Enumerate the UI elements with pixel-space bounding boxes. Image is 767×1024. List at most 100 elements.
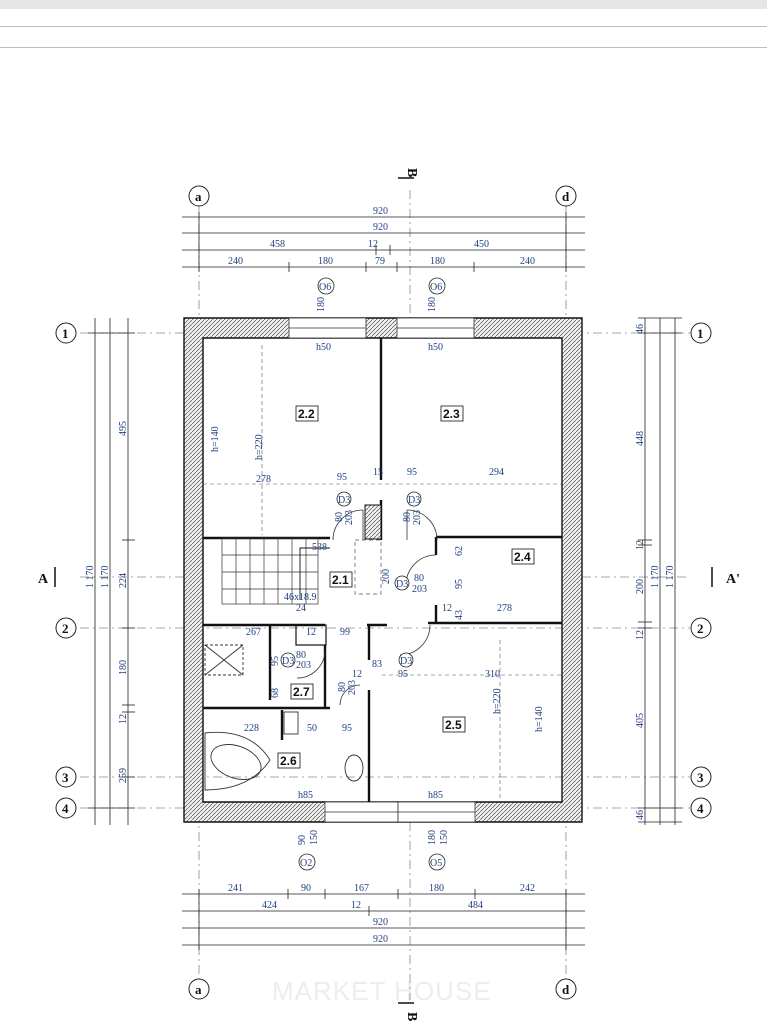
axis-3-left: 3 bbox=[62, 770, 69, 785]
room-2-7: 2.7 bbox=[293, 685, 310, 699]
dim-label: 99 bbox=[340, 627, 350, 638]
dim-label: 405 bbox=[635, 713, 646, 728]
dim-label: 180 bbox=[430, 256, 445, 267]
dim-label: 242 bbox=[520, 883, 535, 894]
room-2-3: 2.3 bbox=[443, 407, 460, 421]
room-2-1: 2.1 bbox=[332, 573, 349, 587]
dim-label: 46x18.9 bbox=[284, 592, 317, 603]
dim-label: 95 bbox=[398, 669, 408, 680]
axis-4-left: 4 bbox=[62, 801, 69, 816]
dim-label: 95 bbox=[342, 723, 352, 734]
dim-label: 224 bbox=[118, 573, 129, 588]
dim-label: 68 bbox=[270, 688, 281, 698]
window-tag: O6 bbox=[430, 282, 442, 293]
dim-label: 259 bbox=[118, 768, 129, 783]
height-mark: h=220 bbox=[254, 434, 265, 460]
dim-label: 228 bbox=[244, 723, 259, 734]
window-dim: 180 bbox=[316, 297, 327, 312]
door-dim: 80 bbox=[296, 650, 306, 661]
left-dimension-labels: 495 224 180 12 259 1 170 1 170 bbox=[85, 421, 129, 783]
section-a-right: A' bbox=[726, 572, 740, 587]
window-tag: O6 bbox=[319, 282, 331, 293]
sill-mark: h85 bbox=[428, 790, 443, 801]
door-tag: D3 bbox=[400, 656, 412, 667]
dim-label: 310 bbox=[485, 669, 500, 680]
dim-label: 79 bbox=[375, 256, 385, 267]
dim-label: 240 bbox=[228, 256, 243, 267]
stair-opening bbox=[354, 539, 382, 595]
door-dim: 80 bbox=[334, 512, 345, 522]
dim-label: 180 bbox=[429, 883, 444, 894]
axis-4-right: 4 bbox=[697, 801, 704, 816]
section-b-top: B bbox=[404, 168, 419, 177]
dim-label: 50 bbox=[307, 723, 317, 734]
dim-label: 167 bbox=[354, 883, 369, 894]
room-2-6: 2.6 bbox=[280, 754, 297, 768]
grid-axis-labels: a d a d 1 2 3 4 1 2 3 4 bbox=[62, 189, 704, 997]
dim-label: 1 170 bbox=[665, 566, 676, 589]
dim-label: 294 bbox=[489, 467, 504, 478]
door-dim: 80 bbox=[402, 512, 413, 522]
dim-label: 920 bbox=[373, 206, 388, 217]
dim-label: 1 170 bbox=[650, 566, 661, 589]
watermark: MARKET HOUSE bbox=[272, 976, 492, 1006]
room-2-5: 2.5 bbox=[445, 718, 462, 732]
dim-label: 95 bbox=[337, 472, 347, 483]
window-dim: 150 bbox=[309, 830, 320, 845]
section-b-bottom: B bbox=[404, 1012, 419, 1021]
dim-label: 200 bbox=[635, 579, 646, 594]
dim-label: 278 bbox=[497, 603, 512, 614]
axis-2-right: 2 bbox=[697, 621, 704, 636]
door-dim: 203 bbox=[412, 510, 423, 525]
dim-label: 200 bbox=[381, 569, 392, 584]
height-mark: h=220 bbox=[492, 688, 503, 714]
right-dimension-lines bbox=[638, 317, 682, 825]
axis-lines bbox=[80, 190, 690, 1000]
door-dim: 203 bbox=[347, 680, 358, 695]
windows bbox=[288, 317, 476, 823]
axis-a-top: a bbox=[195, 189, 202, 204]
dim-label: 95 bbox=[454, 579, 465, 589]
window-tag: O2 bbox=[300, 858, 312, 869]
bottom-dimension-lines bbox=[182, 889, 585, 950]
dim-label: 180 bbox=[118, 660, 129, 675]
door-tag: D3 bbox=[282, 656, 294, 667]
dim-label: 180 bbox=[318, 256, 333, 267]
dim-label: 95 bbox=[270, 656, 281, 666]
axis-d-top: d bbox=[562, 189, 570, 204]
section-markers: A A' B B bbox=[38, 168, 740, 1021]
dim-label: 267 bbox=[246, 627, 261, 638]
dim-label: 46 bbox=[635, 324, 646, 334]
axis-1-left: 1 bbox=[62, 326, 69, 341]
door-tag: D3 bbox=[338, 495, 350, 506]
dim-label: 12 bbox=[351, 900, 361, 911]
door-dim: 203 bbox=[412, 584, 427, 595]
dim-label: 424 bbox=[262, 900, 277, 911]
window-tag: O5 bbox=[430, 858, 442, 869]
room-labels: 2.2 2.3 2.4 2.1 2.5 2.7 2.6 bbox=[277, 405, 535, 769]
dim-label: 1 170 bbox=[100, 566, 111, 589]
sill-mark: h50 bbox=[316, 342, 331, 353]
dim-label: 920 bbox=[373, 222, 388, 233]
dim-label: 90 bbox=[301, 883, 311, 894]
top-toolbar-strip bbox=[0, 0, 767, 9]
left-dimension-lines bbox=[88, 318, 135, 825]
door-dim: 203 bbox=[344, 510, 355, 525]
dim-label: 278 bbox=[256, 474, 271, 485]
axis-3-right: 3 bbox=[697, 770, 704, 785]
room-guides bbox=[203, 345, 562, 800]
dim-label: 920 bbox=[373, 917, 388, 928]
axis-d-bottom: d bbox=[562, 982, 570, 997]
dim-label: 43 bbox=[454, 610, 465, 620]
dim-label: 12 bbox=[442, 603, 452, 614]
dim-label: 538 bbox=[312, 542, 327, 553]
dim-label: 83 bbox=[372, 659, 382, 670]
door-tags: D3 D3 D3 D3 D3 80 203 80 203 80 203 80 2… bbox=[280, 491, 427, 695]
axis-1-right: 1 bbox=[697, 326, 704, 341]
header-rule bbox=[0, 47, 767, 48]
dim-label: 1 170 bbox=[85, 566, 96, 589]
window-dim: 180 bbox=[427, 297, 438, 312]
height-mark: h=140 bbox=[210, 426, 221, 452]
dim-label: 484 bbox=[468, 900, 483, 911]
staircase bbox=[221, 537, 330, 605]
